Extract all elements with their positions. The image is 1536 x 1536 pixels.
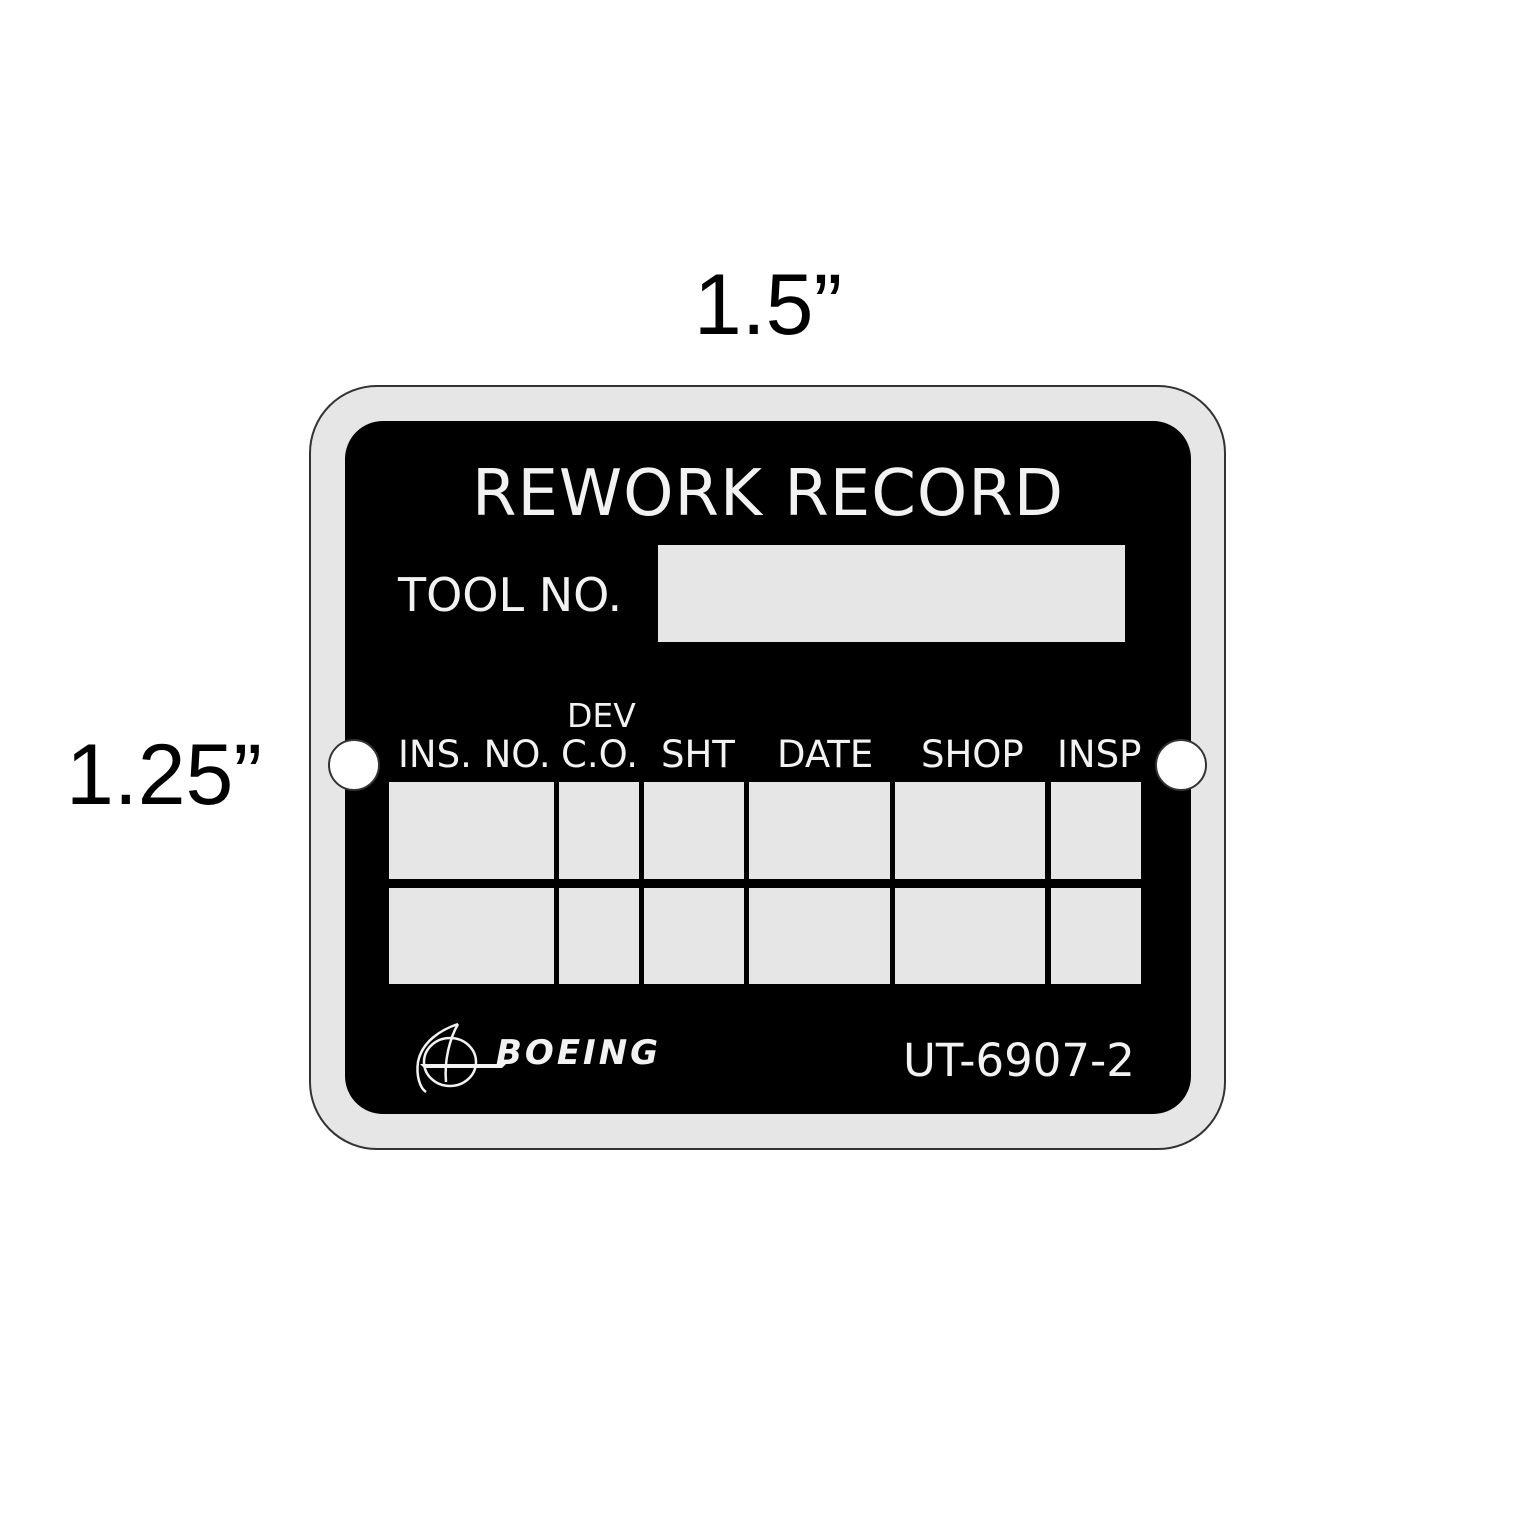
row2-dev-co-cell [559,888,639,984]
boeing-logo-wordmark: BOEING [496,1033,661,1073]
row1-shop-cell [895,782,1045,879]
mounting-hole-right [1155,739,1207,791]
boeing-logo: BOEING [416,1022,661,1094]
boeing-logo-swoosh [420,1064,506,1068]
row2-insp-cell [1051,888,1141,984]
column-header-sht: SHT [661,733,735,776]
column-header-dev: DEV [567,696,636,735]
column-header-date: DATE [777,733,874,776]
row1-sht-cell [644,782,744,879]
tool-number-label: TOOL NO. [398,568,623,622]
tool-number-field [658,545,1125,642]
column-header-ins-no: INS. NO. [398,733,551,776]
column-header-shop: SHOP [921,733,1024,776]
row1-insp-cell [1051,782,1141,879]
column-header-co: C.O. [561,733,638,776]
row2-sht-cell [644,888,744,984]
nameplate-face [345,421,1191,1114]
height-dimension-label: 1.25” [66,727,263,823]
row2-date-cell [749,888,890,984]
row1-date-cell [749,782,890,879]
row1-dev-co-cell [559,782,639,879]
column-header-insp: INSP [1057,733,1142,776]
row1-ins-no-cell [389,782,554,879]
part-number: UT-6907-2 [903,1034,1135,1087]
plate-title: REWORK RECORD [471,457,1065,531]
row2-shop-cell [895,888,1045,984]
mounting-hole-left [328,739,380,791]
row2-ins-no-cell [389,888,554,984]
width-dimension-label: 1.5” [693,257,843,353]
